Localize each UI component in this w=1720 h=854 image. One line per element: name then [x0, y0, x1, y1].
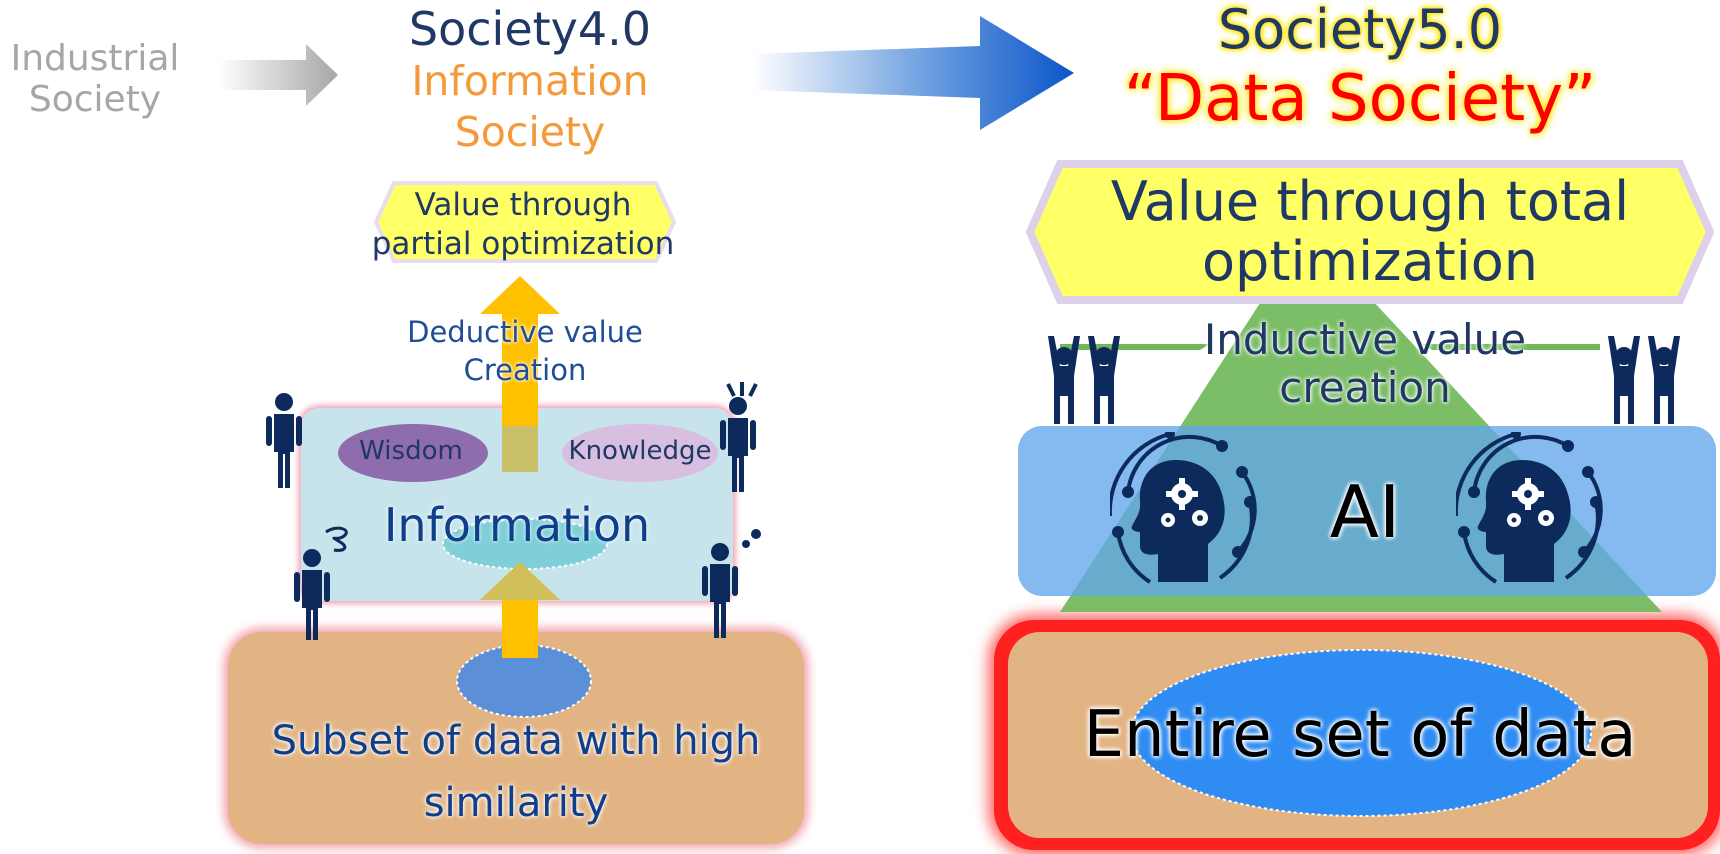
thinking-scribble-icon: [325, 526, 348, 552]
sweat-drops-icon: [742, 529, 761, 548]
wisdom-bubble: [338, 424, 488, 482]
entire-data-label: Entire set of data: [1083, 698, 1637, 772]
ai-head-gears-icon: [1456, 432, 1604, 584]
knowledge-bubble: [562, 424, 718, 482]
upward-arrow-lower: [480, 562, 560, 658]
inductive-creation-label: Inductive value creation: [1203, 315, 1527, 413]
information-core-ellipse: [442, 518, 608, 570]
society4-subtitle: Information Society: [411, 57, 649, 157]
person-arms-up-icon: [1608, 336, 1680, 424]
person-icon: [294, 549, 330, 640]
ai-label: AI: [1329, 470, 1401, 554]
upward-arrow-upper: [480, 276, 560, 472]
society5-title: Society5.0: [1217, 0, 1503, 61]
society4-title: Society4.0: [408, 2, 652, 56]
ai-head-gears-icon: [1110, 432, 1258, 584]
information-label: Information: [383, 498, 651, 552]
knowledge-label: Knowledge: [568, 436, 712, 466]
wisdom-label: Wisdom: [359, 436, 463, 466]
entire-data-ellipse: [1130, 649, 1592, 817]
person-icon: [720, 397, 756, 492]
person-icon: [702, 543, 738, 638]
deductive-creation-label: Deductive value Creation: [407, 315, 643, 387]
total-optimization-label: Value through total optimization: [1110, 170, 1630, 294]
total-optimization-hexagon: [1025, 160, 1714, 304]
partial-optimization-hexagon: [373, 181, 677, 263]
blue-arrow-icon: [752, 16, 1074, 130]
partial-optimization-label: Value through partial optimization: [371, 187, 675, 262]
society5-subtitle: “Data Society”: [1123, 62, 1597, 136]
person-icon: [266, 393, 302, 488]
person-arms-up-icon: [1048, 336, 1120, 424]
gray-arrow-icon: [218, 44, 338, 106]
subset-data-label: Subset of data with high similarity: [271, 718, 761, 826]
surprise-lines-icon: [726, 382, 758, 397]
industrial-society-label: Industrial Society: [10, 38, 180, 121]
